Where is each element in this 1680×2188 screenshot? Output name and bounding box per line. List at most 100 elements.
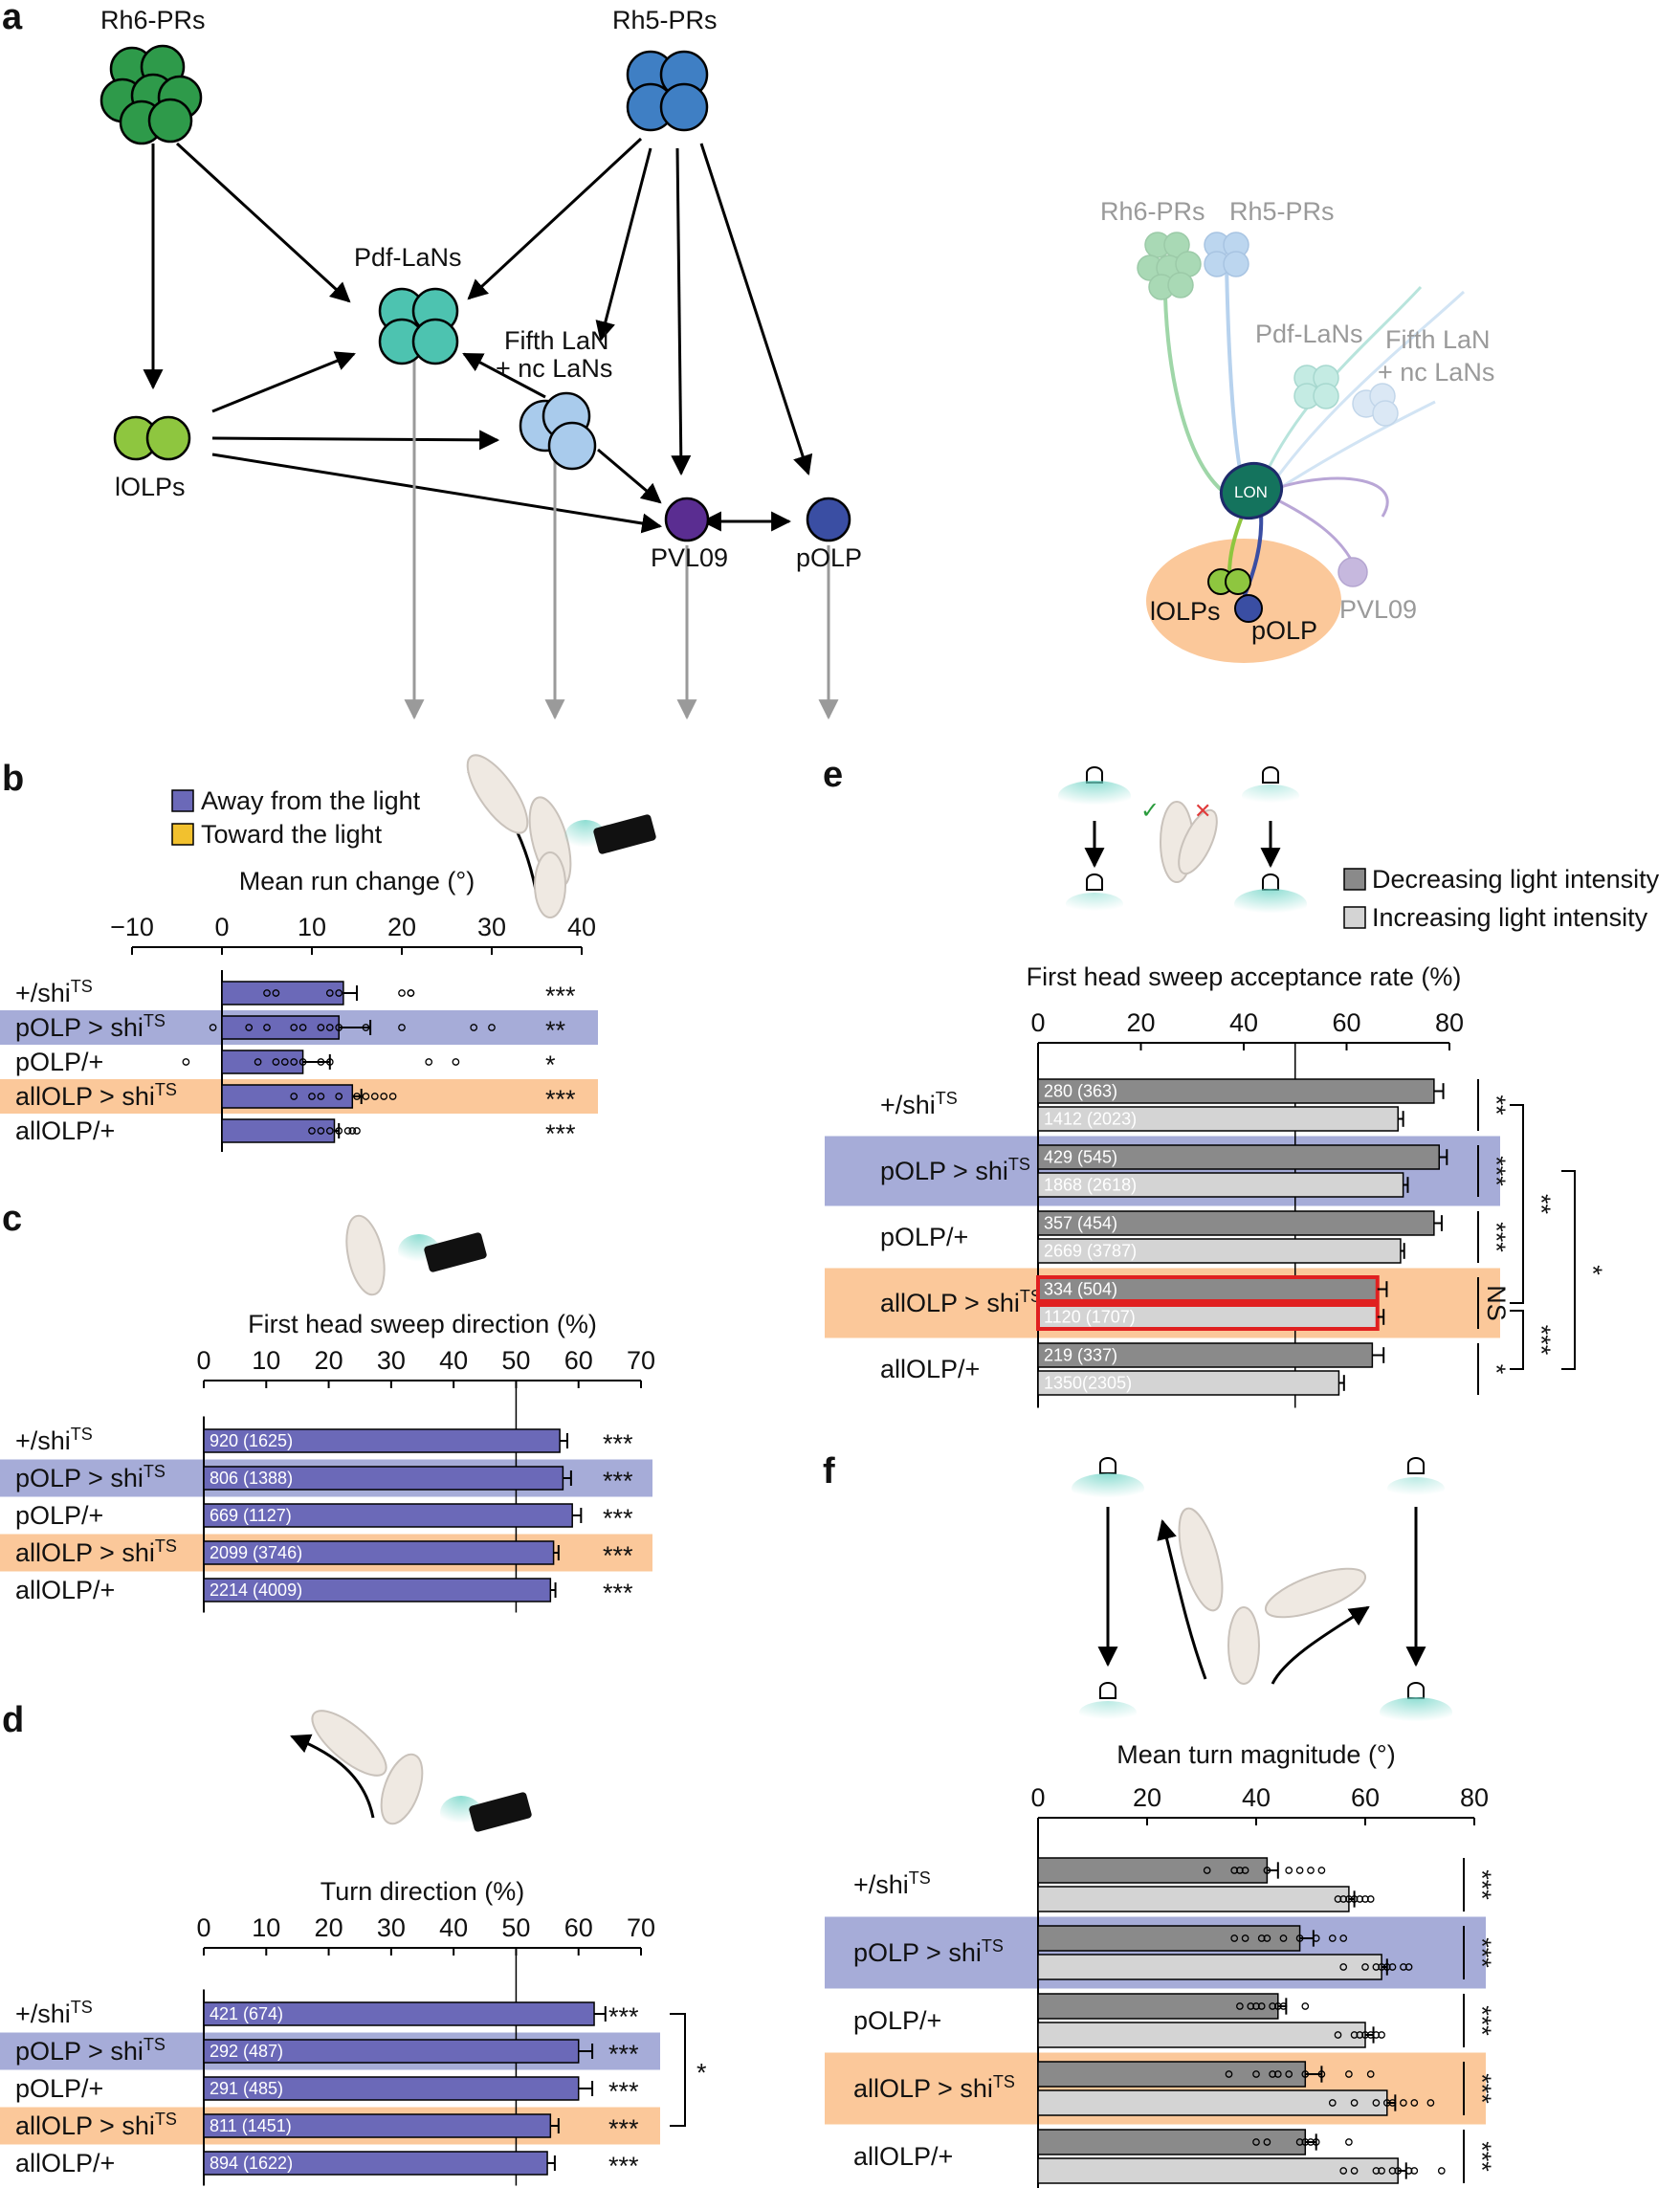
significance-label: *** [1482, 1156, 1511, 1186]
data-point [1400, 1963, 1407, 1971]
significance-label: *** [1468, 1937, 1496, 1968]
bar [221, 981, 344, 1006]
data-point [388, 1093, 397, 1100]
data-point [317, 1024, 325, 1031]
data-point [425, 1058, 433, 1066]
pvl09-node [664, 497, 710, 542]
data-point [1361, 1895, 1369, 1903]
significance-label: *** [1468, 2005, 1496, 2036]
significance-label: ** [1482, 1094, 1511, 1116]
x-tick-label: 10 [252, 1346, 280, 1375]
significance-label: * [545, 1050, 556, 1079]
data-point [1285, 1867, 1293, 1874]
significance-label: *** [603, 1541, 633, 1570]
inset-label-fifth-2: + nc LaNs [1378, 358, 1494, 387]
legend-label: Increasing light intensity [1372, 903, 1648, 932]
data-point [290, 1093, 298, 1100]
data-point [1339, 2167, 1348, 2175]
category-superscript: TS [71, 977, 93, 996]
larva-lamp-illustration-e: ✓ ✕ [1058, 766, 1307, 919]
data-point [254, 1058, 262, 1066]
axis-title-e: First head sweep acceptance rate (%) [1027, 962, 1462, 991]
comparison-bracket [1510, 1104, 1524, 1304]
significance-label: *** [1468, 2141, 1496, 2172]
arrow-rh5-pvl09 [671, 147, 692, 476]
bar-increasing [1037, 2089, 1388, 2116]
data-point [1307, 1867, 1315, 1874]
category-superscript: TS [71, 1998, 93, 2017]
category-label: allOLP > shiTS [853, 2072, 1015, 2103]
x-tick-label: 20 [1133, 1783, 1161, 1812]
category-label: +/shiTS [15, 977, 93, 1007]
category-label: allOLP/+ [15, 1576, 115, 1604]
data-point [1257, 2002, 1266, 2010]
category-label: allOLP > shiTS [880, 1287, 1042, 1317]
comparison-label: ** [1527, 1194, 1556, 1215]
category-label: allOLP > shiTS [15, 1536, 177, 1567]
lolp-cluster [113, 415, 191, 461]
data-point [298, 1024, 307, 1031]
larva-lamp-illustration-f [1072, 1457, 1452, 1728]
category-superscript: TS [993, 2072, 1015, 2091]
x-tick-label: 40 [567, 913, 596, 941]
lamp-icons-left [1058, 766, 1131, 916]
bar-label: 334 (504) [1044, 1280, 1117, 1299]
data-point [1312, 2138, 1320, 2146]
bar-label: 1868 (2618) [1044, 1176, 1137, 1195]
significance-label: NS [1482, 1285, 1511, 1321]
bar-label: 811 (1451) [210, 2116, 292, 2135]
bar-label: 2214 (4009) [210, 1580, 302, 1600]
legend-swatch [1343, 868, 1366, 891]
data-point [325, 1127, 334, 1135]
x-tick-label: 20 [387, 913, 416, 941]
bar-label: 429 (545) [1044, 1148, 1117, 1167]
significance-label: ** [545, 1016, 566, 1045]
data-point [1382, 1963, 1391, 1971]
rh6-cluster [99, 44, 203, 145]
data-point [317, 1058, 325, 1066]
bar-label: 894 (1622) [210, 2154, 293, 2173]
data-point [325, 989, 334, 997]
data-point [1404, 1963, 1413, 1971]
legend-label: Decreasing light intensity [1372, 865, 1660, 894]
data-point [1203, 1867, 1211, 1874]
data-point [1356, 2031, 1364, 2039]
arrow-fifth-pvl09 [597, 448, 662, 504]
significance-label: *** [1468, 1869, 1496, 1900]
data-point [182, 1058, 190, 1066]
data-point [1279, 2002, 1288, 2010]
bar-label: 2669 (3787) [1044, 1242, 1137, 1261]
data-point [1388, 1963, 1397, 1971]
data-point [1273, 2070, 1282, 2078]
arrow-rh5-fifth [595, 147, 652, 343]
panel-letter-c: c [2, 1199, 22, 1239]
data-point [209, 1024, 217, 1031]
data-point [1317, 2070, 1326, 2078]
bar-label: 920 (1625) [210, 1431, 293, 1450]
legend-swatch [1343, 906, 1366, 929]
bar-label: 291 (485) [210, 2079, 283, 2098]
panel-letter-a: a [2, 0, 23, 37]
bar [203, 1540, 555, 1565]
significance-label: *** [545, 1119, 576, 1148]
x-tick-label: 40 [439, 1913, 468, 1942]
data-point [353, 1093, 361, 1100]
x-tick-label: −10 [110, 913, 154, 941]
data-point [1339, 1895, 1348, 1903]
x-tick-label: 70 [627, 1913, 655, 1942]
data-point [1241, 1934, 1249, 1942]
category-superscript: TS [155, 2110, 177, 2129]
category-label: +/shiTS [15, 1998, 93, 2028]
category-superscript: TS [936, 1089, 958, 1108]
bar-label: 1412 (2023) [1044, 1110, 1137, 1129]
data-point [1366, 2031, 1375, 2039]
category-label: allOLP/+ [15, 1116, 115, 1145]
category-label: pOLP > shiTS [15, 1011, 166, 1042]
arrow-rh5-pdf [467, 137, 643, 300]
category-label: +/shiTS [15, 1425, 93, 1455]
data-point [317, 1127, 325, 1135]
data-point [362, 1024, 370, 1031]
